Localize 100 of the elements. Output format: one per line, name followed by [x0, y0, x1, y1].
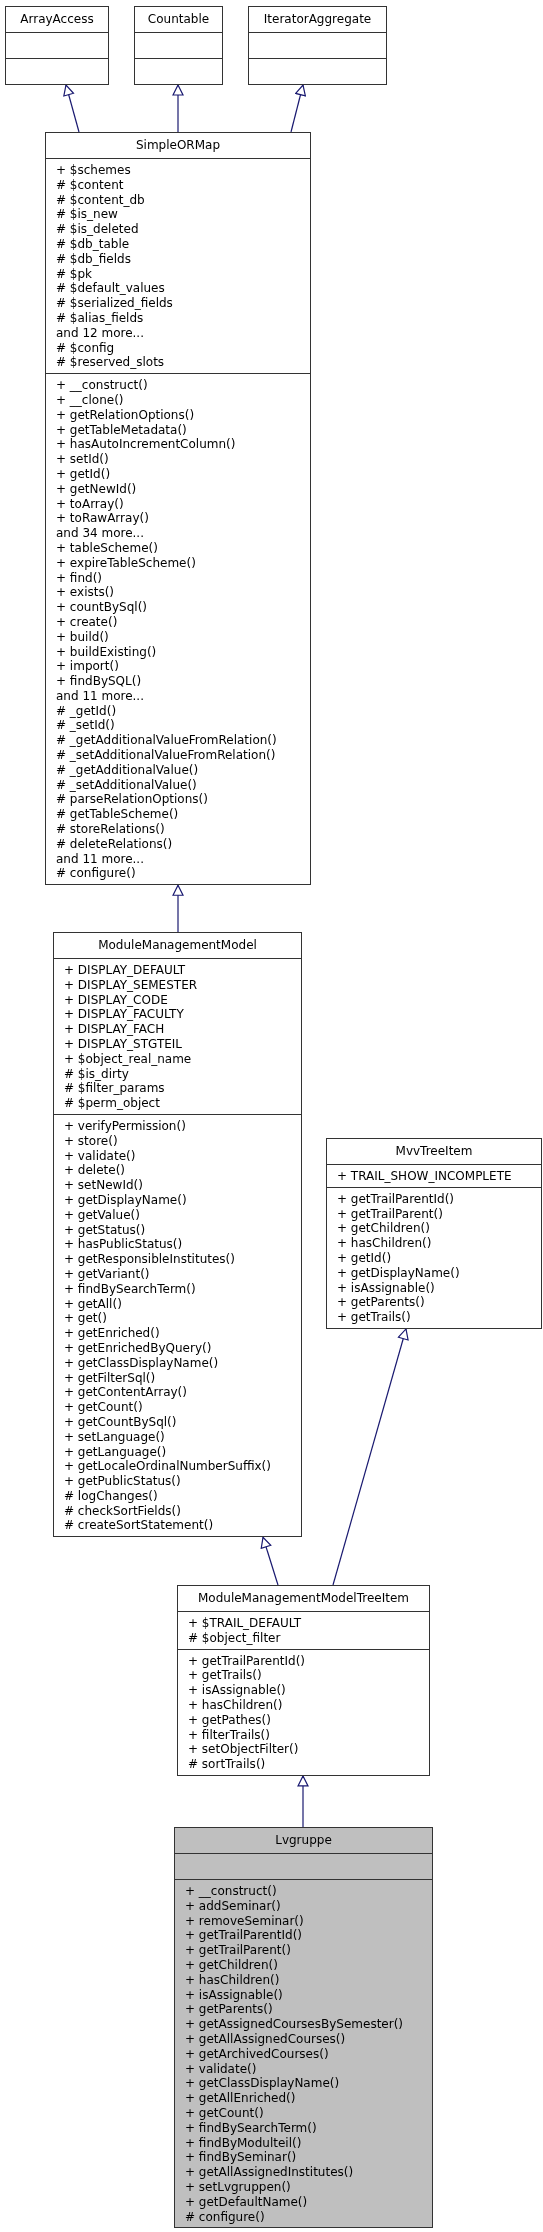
attribute-entry: + DISPLAY_DEFAULT — [64, 963, 186, 978]
method-entry: + getClassDisplayName() — [64, 1355, 219, 1371]
method-entry: + find() — [56, 570, 102, 586]
attribute-entry: + DISPLAY_SEMESTER — [64, 977, 198, 993]
attribute-entry: + $TRAIL_DEFAULT — [188, 1616, 302, 1631]
method-entry: + validate() — [64, 1148, 136, 1164]
method-entry: + setLvgruppen() — [185, 2179, 291, 2195]
attribute-entry: + TRAIL_SHOW_INCOMPLETE — [337, 1169, 512, 1184]
method-entry: + getLanguage() — [64, 1444, 167, 1460]
method-entry: + getAllEnriched() — [185, 2091, 296, 2106]
method-entry: + hasChildren() — [185, 1972, 280, 1988]
inheritance-arrow — [63, 84, 80, 133]
attribute-entry: # $default_values — [56, 281, 165, 297]
method-entry: + toRawArray() — [56, 511, 149, 527]
method-entry: # configure() — [185, 2209, 265, 2225]
method-entry: + getContentArray() — [64, 1385, 187, 1401]
method-entry: and 11 more... — [56, 688, 144, 704]
class-name: Countable — [147, 12, 210, 27]
method-entry: + setId() — [56, 452, 109, 467]
method-entry: # sortTrails() — [188, 1757, 266, 1772]
attribute-entry: # $content — [56, 177, 124, 193]
method-entry: + hasAutoIncrementColumn() — [56, 437, 236, 453]
attribute-entry: # $reserved_slots — [56, 355, 165, 371]
method-entry: # logChanges() — [64, 1488, 158, 1504]
method-entry: # _getAdditionalValue() — [56, 762, 199, 778]
method-entry: # _setAdditionalValueFromRelation() — [56, 748, 276, 763]
class-name: SimpleORMap — [135, 138, 221, 153]
class-name: IteratorAggregate — [263, 12, 372, 27]
method-entry: + getPublicStatus() — [64, 1474, 181, 1489]
class-name: MvvTreeItem — [395, 1144, 473, 1159]
attribute-entry: # $is_dirty — [64, 1066, 129, 1082]
attribute-entry: + DISPLAY_STGTEIL — [64, 1037, 183, 1052]
method-entry: + getChildren() — [185, 1958, 278, 1973]
attribute-entry: # $filter_params — [64, 1081, 165, 1097]
method-entry: # createSortStatement() — [64, 1518, 214, 1534]
method-entry: # deleteRelations() — [56, 836, 173, 852]
method-entry: + getTrailParent() — [185, 1943, 291, 1958]
attribute-entry: # $is_new — [56, 207, 118, 223]
method-entry: + expireTableScheme() — [56, 555, 196, 571]
method-entry: + getPathes() — [188, 1712, 271, 1728]
method-entry: + getTrails() — [337, 1310, 411, 1325]
method-entry: + findBySeminar() — [185, 2150, 297, 2166]
method-entry: + getTableMetadata() — [56, 422, 187, 438]
method-entry: + getDefaultName() — [185, 2194, 308, 2210]
method-entry: + __construct() — [185, 1884, 277, 1899]
method-entry: + getResponsibleInstitutes() — [64, 1252, 235, 1267]
class-name: ArrayAccess — [20, 12, 94, 27]
attribute-entry: + DISPLAY_FACH — [64, 1022, 165, 1037]
method-entry: # checkSortFields() — [64, 1503, 181, 1519]
method-entry: + getStatus() — [64, 1222, 146, 1238]
method-entry: + getTrailParent() — [337, 1206, 443, 1222]
attribute-entry: + $schemes — [56, 163, 131, 178]
method-entry: + getAll() — [64, 1296, 122, 1312]
method-entry: + getDisplayName() — [337, 1265, 460, 1281]
method-entry: + getId() — [337, 1251, 392, 1266]
method-entry: and 11 more... — [56, 851, 144, 867]
attribute-entry: + DISPLAY_CODE — [64, 992, 168, 1008]
attribute-entry: # $serialized_fields — [56, 296, 173, 311]
method-entry: + findBySearchTerm() — [185, 2120, 317, 2136]
class-box — [326, 1138, 542, 1329]
method-entry: + getVariant() — [64, 1266, 150, 1282]
method-entry: # getTableScheme() — [56, 807, 179, 823]
method-entry: # _setAdditionalValue() — [56, 777, 197, 793]
method-entry: + setNewId() — [64, 1178, 143, 1193]
method-entry: + getEnrichedByQuery() — [64, 1340, 212, 1356]
attribute-entry: # $object_filter — [188, 1630, 281, 1646]
method-entry: + countBySql() — [56, 600, 147, 615]
method-entry: # _getAdditionalValueFromRelation() — [56, 733, 277, 749]
method-entry: + __clone() — [56, 392, 124, 408]
class-name: ModuleManagementModel — [98, 938, 257, 953]
inheritance-arrow — [332, 1328, 409, 1586]
method-entry: + getCountBySql() — [64, 1414, 177, 1430]
method-entry: + getLocaleOrdinalNumberSuffix() — [64, 1459, 271, 1475]
class-box — [5, 6, 109, 85]
method-entry: + getClassDisplayName() — [185, 2076, 340, 2092]
method-entry: + store() — [64, 1133, 118, 1149]
attribute-entry: and 12 more... — [56, 325, 144, 341]
class-name: Lvgruppe — [275, 1833, 332, 1848]
method-entry: + filterTrails() — [188, 1727, 270, 1743]
method-entry: + get() — [64, 1311, 107, 1327]
attribute-entry: # $alias_fields — [56, 310, 144, 326]
method-entry: + setObjectFilter() — [188, 1742, 299, 1758]
method-entry: + toArray() — [56, 496, 124, 512]
method-entry: + hasChildren() — [188, 1698, 283, 1713]
method-entry: + create() — [56, 614, 118, 630]
inheritance-arrow — [172, 884, 184, 933]
method-entry: + getAllAssignedCourses() — [185, 2031, 346, 2047]
method-entry: + isAssignable() — [185, 1987, 283, 2003]
attribute-entry: # $content_db — [56, 192, 145, 208]
method-entry: + getArchivedCourses() — [185, 2046, 329, 2062]
method-entry: + getTrailParentId() — [337, 1191, 455, 1207]
class-name: ModuleManagementModelTreeItem — [198, 1591, 409, 1606]
method-entry: + setLanguage() — [64, 1429, 165, 1445]
method-entry: + findByModulteil() — [185, 2135, 302, 2151]
method-entry: + buildExisting() — [56, 644, 157, 660]
method-entry: + getParents() — [337, 1295, 425, 1311]
method-entry: # _setId() — [56, 718, 115, 734]
method-entry: + hasChildren() — [337, 1236, 432, 1251]
method-entry: + getAssignedCoursesBySemester() — [185, 2017, 404, 2032]
method-entry: + getTrailParentId() — [185, 1928, 303, 1944]
